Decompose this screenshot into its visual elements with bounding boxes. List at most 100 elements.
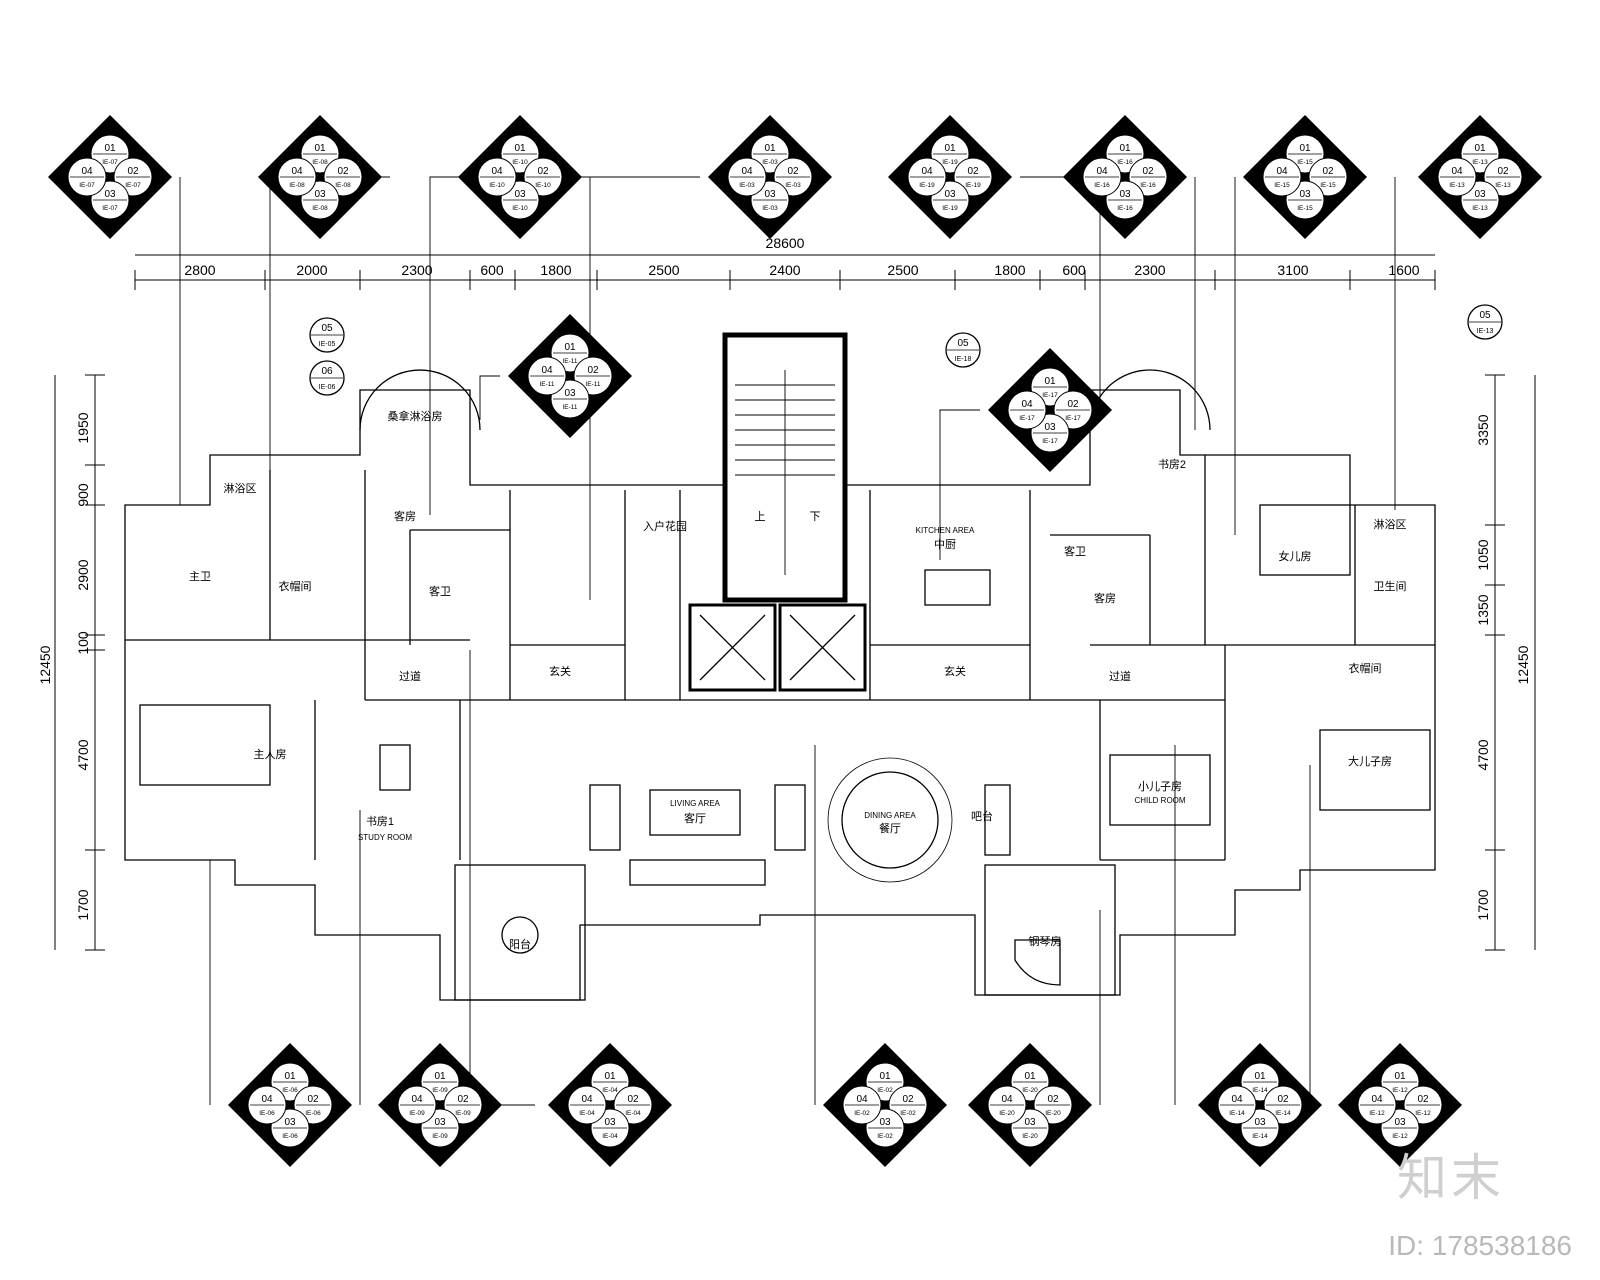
index-code: IE-10: [512, 159, 528, 166]
room-dress-right: 衣帽间: [1349, 661, 1382, 675]
son-bed-big: [1319, 729, 1431, 811]
index-code: IE-07: [102, 159, 118, 166]
index-code: IE-03: [762, 205, 778, 212]
balcony-left: [454, 864, 586, 1001]
index-number: 03: [604, 1117, 616, 1128]
index-number: 01: [1394, 1071, 1406, 1082]
elevator-x: [699, 614, 766, 681]
dim-right-1: 1050: [1475, 539, 1491, 570]
bay-arc-right: [1089, 369, 1211, 431]
index-code: IE-12: [1392, 1087, 1408, 1094]
index-diamond: [1063, 115, 1187, 239]
index-code: IE-19: [919, 182, 935, 189]
balcony-right: [984, 864, 1116, 996]
room-entry-right: 玄关: [944, 664, 966, 678]
index-number: 04: [1276, 166, 1288, 177]
index-number: 01: [1254, 1071, 1266, 1082]
index-number: 01: [1044, 376, 1056, 387]
index-number: 04: [291, 166, 303, 177]
room-bath-right: 卫生间: [1374, 579, 1407, 593]
index-code: IE-06: [282, 1133, 298, 1140]
index-number: 04: [1451, 166, 1463, 177]
dim-left-2: 2900: [75, 559, 91, 590]
index-code: IE-11: [539, 381, 554, 388]
dim-top-7: 2500: [887, 262, 918, 278]
section-mark-number: 05: [957, 338, 969, 349]
room-guest-bath: 客卫: [429, 584, 451, 598]
index-number: 01: [1299, 143, 1311, 154]
elevator-x: [789, 614, 856, 681]
kitchen-island: [924, 569, 991, 606]
leader-line: [469, 650, 535, 1106]
index-code: IE-07: [79, 182, 95, 189]
index-code: IE-20: [1022, 1087, 1038, 1094]
index-code: IE-13: [1449, 182, 1465, 189]
leader-line: [479, 375, 500, 420]
dim-top-0: 2800: [184, 262, 215, 278]
room-guest: 客房: [394, 509, 416, 523]
room-entry-left: 玄关: [549, 664, 571, 678]
index-number: 04: [541, 365, 553, 376]
index-diamond: [508, 314, 632, 438]
index-number: 01: [604, 1071, 616, 1082]
index-code: IE-20: [1045, 1110, 1061, 1117]
index-number: 01: [764, 143, 776, 154]
outer-wall: [124, 334, 1436, 1001]
index-number: 01: [879, 1071, 891, 1082]
index-diamond: [1338, 1043, 1462, 1167]
dim-top-3: 600: [480, 262, 504, 278]
room-bar: 吧台: [971, 809, 993, 823]
index-number: 02: [307, 1094, 319, 1105]
dim-top-2: 2300: [401, 262, 432, 278]
index-diamond: [968, 1043, 1092, 1167]
index-number: 01: [434, 1071, 446, 1082]
dimension-text: 28600 2800 2000 2300 600 1800 2500 2400 …: [37, 235, 1531, 921]
index-diamond: [988, 348, 1112, 472]
index-code: IE-15: [1297, 205, 1313, 212]
index-code: IE-16: [1117, 159, 1133, 166]
dining-table: [841, 771, 939, 869]
left-ticks: [85, 374, 105, 951]
index-code: IE-13: [1495, 182, 1511, 189]
index-number: 04: [261, 1094, 273, 1105]
room-son-big: 大儿子房: [1348, 754, 1392, 768]
index-diamond: [458, 115, 582, 239]
index-code: IE-15: [1274, 182, 1290, 189]
index-diamond: [1198, 1043, 1322, 1167]
index-code: IE-09: [432, 1087, 448, 1094]
index-code: IE-04: [579, 1110, 595, 1117]
coffee-table: [649, 789, 741, 836]
index-diamond: [823, 1043, 947, 1167]
index-code: IE-10: [489, 182, 505, 189]
stair-down: 下: [810, 511, 821, 523]
elevation-indexes: 01020304IE-07IE-07IE-07IE-0701020304IE-0…: [48, 115, 1542, 1167]
index-number: 03: [434, 1117, 446, 1128]
index-number: 04: [1021, 399, 1033, 410]
index-number: 02: [457, 1094, 469, 1105]
index-number: 02: [1047, 1094, 1059, 1105]
section-mark-code: IE-05: [319, 341, 336, 348]
index-number: 04: [741, 166, 753, 177]
room-garden: 入户花园: [643, 519, 687, 533]
dim-left-3: 100: [75, 631, 91, 655]
leader-line: [589, 176, 700, 600]
room-dining-en: DINING AREA: [864, 811, 916, 820]
index-number: 03: [879, 1117, 891, 1128]
index-number: 02: [537, 166, 549, 177]
index-number: 04: [1231, 1094, 1243, 1105]
index-number: 03: [1044, 422, 1056, 433]
piano-shape: [1014, 939, 1061, 986]
index-number: 02: [1497, 166, 1509, 177]
index-code: IE-11: [562, 358, 577, 365]
index-code: IE-16: [1094, 182, 1110, 189]
index-number: 03: [284, 1117, 296, 1128]
room-shower-left: 淋浴区: [224, 482, 257, 495]
index-code: IE-03: [762, 159, 778, 166]
index-code: IE-14: [1229, 1110, 1245, 1117]
index-number: 03: [514, 189, 526, 200]
